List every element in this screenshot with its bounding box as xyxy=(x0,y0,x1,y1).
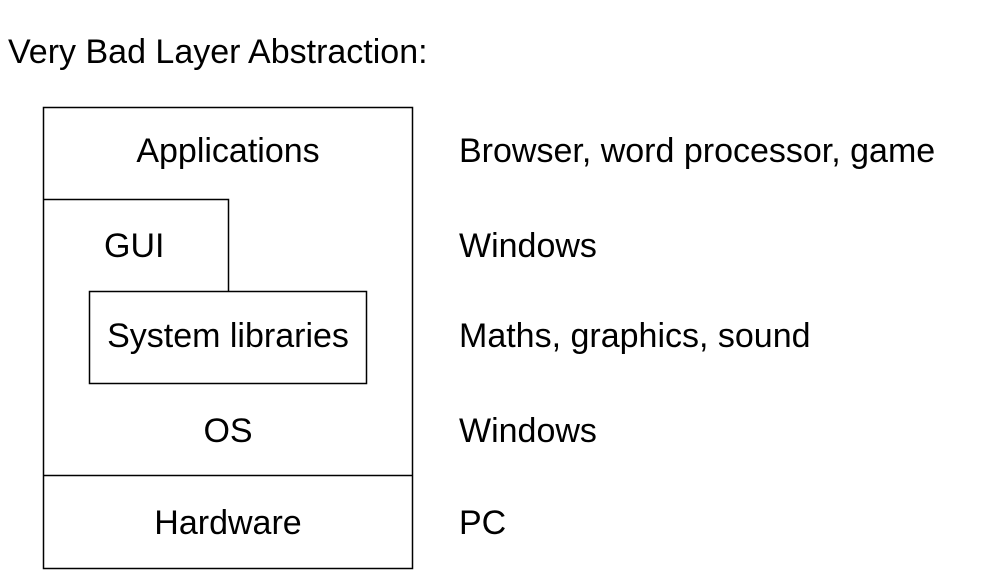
example-applications: Browser, word processor, game xyxy=(459,132,936,170)
layer-label-gui: GUI xyxy=(104,227,165,265)
applications-layer-boundary xyxy=(43,198,230,292)
layer-label-hardware: Hardware xyxy=(154,504,302,542)
layer-label-system-libraries: System libraries xyxy=(107,317,349,355)
layer-label-applications: Applications xyxy=(136,132,320,170)
layer-stack-outline xyxy=(42,106,414,570)
example-os: Windows xyxy=(459,412,597,450)
layer-label-os: OS xyxy=(203,412,253,450)
example-system-libraries: Maths, graphics, sound xyxy=(459,317,811,355)
example-hardware: PC xyxy=(459,504,507,542)
example-gui: Windows xyxy=(459,227,597,265)
system-libraries-box xyxy=(88,290,368,385)
diagram-title: Very Bad Layer Abstraction: xyxy=(8,33,428,71)
